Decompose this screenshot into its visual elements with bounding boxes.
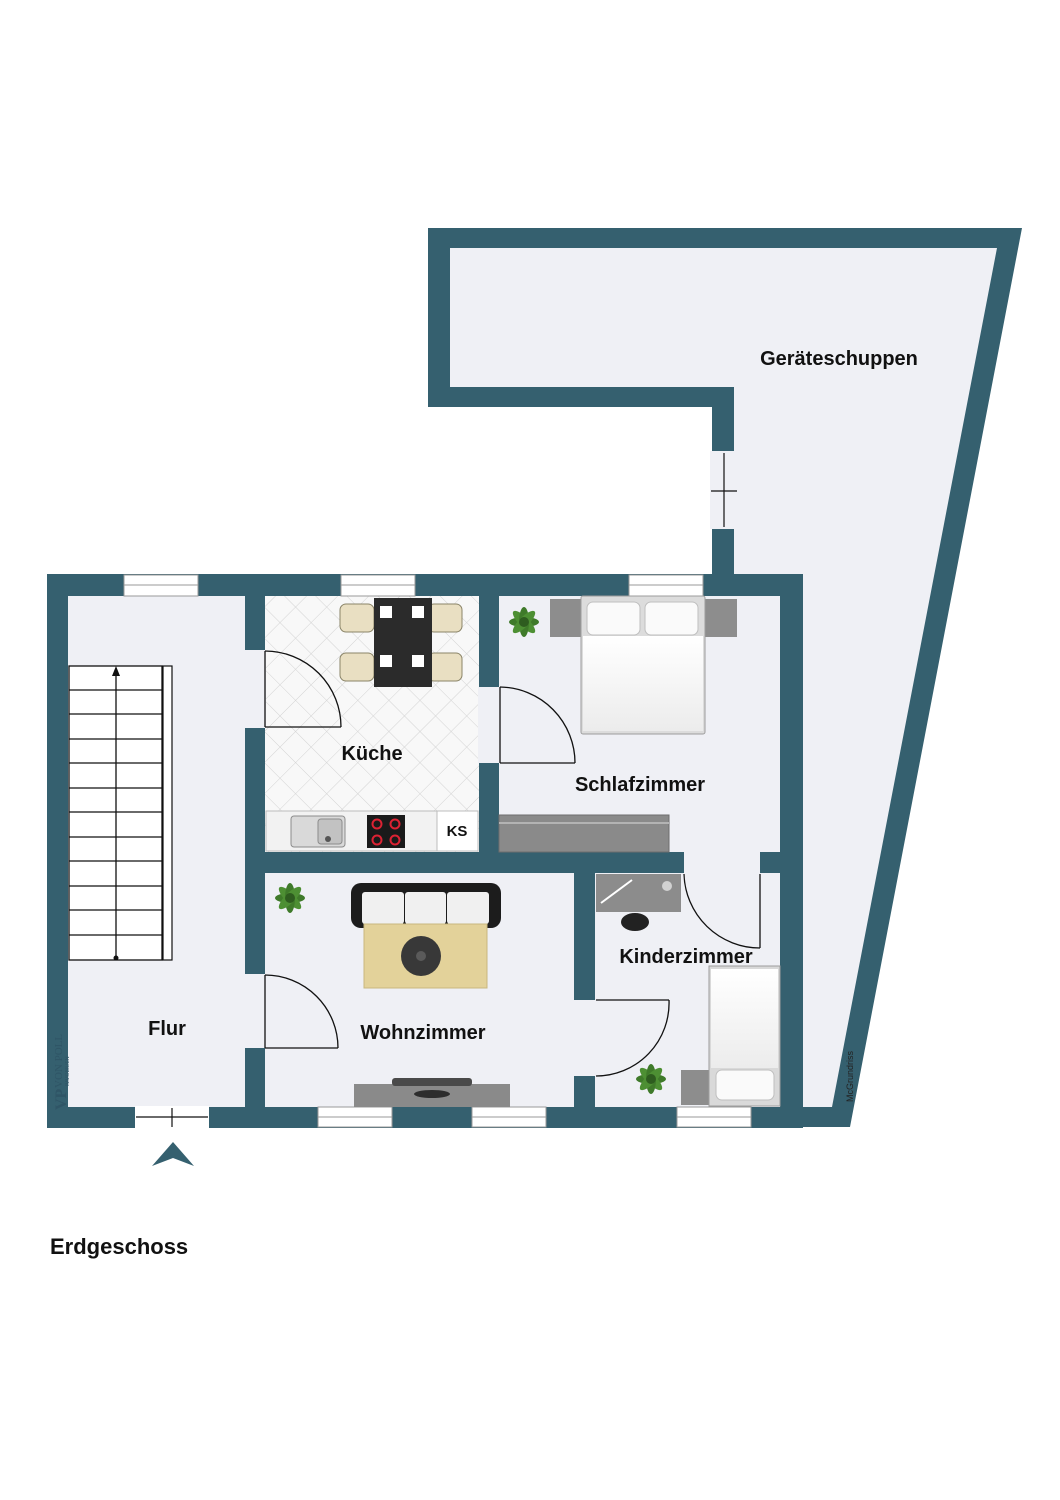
nightstand (550, 599, 585, 637)
tv (392, 1078, 472, 1086)
shed-structure (428, 228, 1022, 1127)
room-label-living-room: Wohnzimmer (360, 1022, 485, 1044)
plant-icon (636, 1064, 666, 1094)
kids-door-left-gap (573, 1000, 596, 1076)
fridge-label: KS (447, 823, 468, 840)
shed-floor (450, 248, 997, 1107)
plant-icon (275, 883, 305, 913)
kids-door-top-gap (684, 851, 760, 874)
windows (123, 574, 752, 1128)
nightstand (702, 599, 737, 637)
sofa-set (351, 883, 501, 989)
stair-arrow-head (112, 666, 120, 676)
kitchen-floor (265, 596, 479, 852)
dining-chair (427, 652, 463, 682)
staircase (68, 665, 173, 961)
room-label-kitchen: Küche (341, 743, 402, 765)
desk (596, 874, 681, 912)
dining-table-set (339, 598, 463, 687)
living-door-gap (244, 974, 266, 1048)
dining-chair (427, 603, 463, 633)
watermark: McGrundriss (845, 1050, 855, 1102)
entrance-arrow-icon (152, 1142, 194, 1166)
logo-sub: IMMOBILIEN (65, 1056, 71, 1086)
bed-duvet (711, 969, 778, 1068)
single-bed (681, 965, 781, 1107)
pillow (586, 601, 641, 636)
wardrobe (498, 814, 670, 853)
company-logo: VP VON POLL IMMOBILIEN (53, 1034, 71, 1110)
bedroom-door-gap (478, 687, 500, 763)
kitchen-door-gap (244, 650, 266, 728)
desk-chair (621, 913, 649, 931)
stair-rail (162, 665, 173, 961)
bed-duvet (583, 636, 703, 731)
room-label-bedroom: Schlafzimmer (575, 774, 705, 796)
double-bed (550, 595, 737, 735)
room-label-kids-room: Kinderzimmer (619, 946, 753, 968)
pillow (715, 1069, 775, 1101)
kids-desk (596, 874, 681, 931)
logo-initials: VP (53, 1088, 70, 1110)
room-label-hallway: Flur (148, 1018, 186, 1040)
room-label-shed: Geräteschuppen (760, 348, 918, 370)
door-swings (264, 650, 761, 1077)
pillow (644, 601, 699, 636)
plant-icon (509, 607, 539, 637)
fridge (436, 810, 479, 852)
floor-title: Erdgeschoss (50, 1234, 189, 1259)
logo-name: VON POLL (53, 1034, 65, 1088)
dining-chair (339, 652, 375, 682)
dining-chair (339, 603, 375, 633)
kitchen-counter: KS (265, 810, 479, 852)
